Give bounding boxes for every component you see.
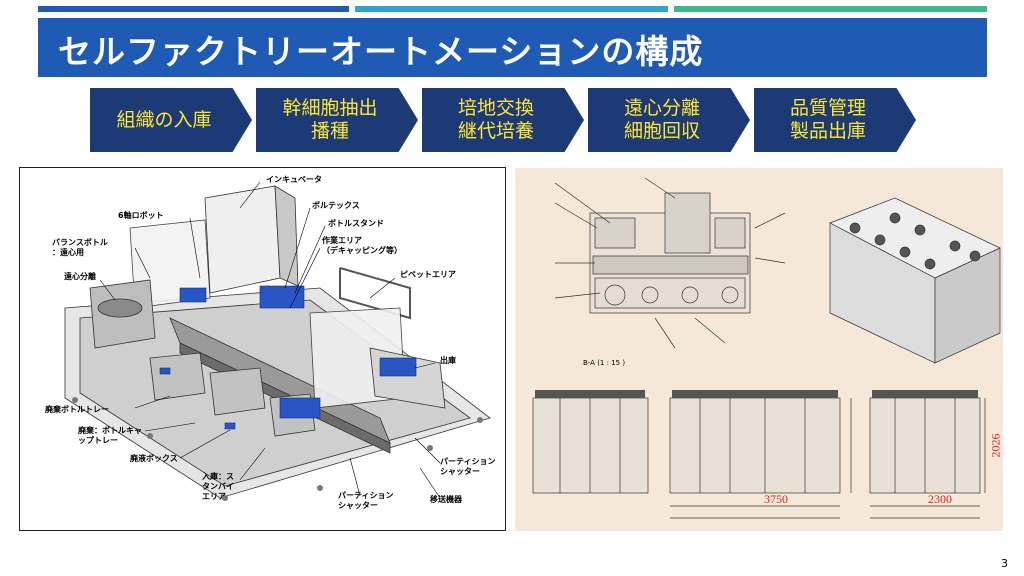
process-step: 組織の入庫 — [90, 88, 252, 152]
title-banner: セルファクトリーオートメーションの構成 — [38, 18, 987, 77]
page-title: セルファクトリーオートメーションの構成 — [58, 32, 704, 71]
process-step-label: 幹細胞抽出 播種 — [282, 97, 378, 142]
accent-bar-green — [674, 6, 987, 12]
process-step-label: 培地交換 継代培養 — [457, 97, 534, 142]
callout-vortex: ボルテックス — [312, 201, 360, 210]
technical-drawing: B-A (1 : 15 ) 2026 3750 2300 — [515, 168, 1003, 531]
isometric-drawing — [64, 181, 491, 501]
process-step: 遠心分離 細胞回収 — [588, 88, 750, 152]
callout-robot: 6軸ロボット — [118, 211, 164, 220]
engineering-drawing — [532, 177, 1001, 519]
section-label: B-A (1 : 15 ) — [583, 359, 626, 367]
callout-partition-shutter: パーティション シャッター — [440, 457, 496, 476]
callout-bottle-stand: ボトルスタンド — [328, 219, 384, 228]
process-step-label: 遠心分離 細胞回収 — [623, 97, 700, 142]
callout-partition-shutter: パーティション シャッター — [338, 491, 394, 510]
process-step-label: 品質管理 製品出庫 — [789, 97, 866, 142]
callout-standby-area: 入庫：ス タンバイ エリア — [202, 472, 234, 501]
callout-waste-cap-tray: 廃棄：ボトルキャ ップトレー — [78, 426, 142, 445]
callout-transport: 移送機器 — [430, 495, 462, 504]
process-step-label: 組織の入庫 — [116, 108, 212, 131]
callout-pipette-area: ピペットエリア — [400, 270, 456, 279]
callout-work-area: 作業エリア （デキャッピング等） — [322, 236, 402, 255]
callout-waste-tray: 廃棄ボトルトレー — [45, 405, 109, 414]
process-step: 幹細胞抽出 播種 — [256, 88, 418, 152]
dimension-height: 2026 — [988, 433, 1003, 458]
page-number: 3 — [1001, 557, 1008, 570]
dimension-width-front: 3750 — [764, 492, 788, 506]
callout-balance-bottle: バランスボトル ：遠心用 — [52, 238, 108, 257]
process-step: 品質管理 製品出庫 — [754, 88, 916, 152]
callout-centrifuge: 遠心分離 — [64, 272, 96, 281]
callout-incubator: インキュベータ — [266, 175, 322, 184]
dimension-width-side: 2300 — [928, 492, 952, 506]
process-flow: 組織の入庫 幹細胞抽出 播種 培地交換 継代培養 遠心分離 細胞回収 品質管理 … — [90, 88, 930, 152]
system-isometric-diagram: インキュベータ 6軸ロボット ボルテックス ボトルスタンド 作業エリア （デキャ… — [19, 167, 506, 531]
callout-shipping: 出庫 — [440, 356, 456, 365]
accent-bar-blue — [38, 6, 349, 12]
callout-waste-box: 廃液ボックス — [130, 454, 178, 463]
accent-bar-cyan — [355, 6, 668, 12]
process-step: 培地交換 継代培養 — [422, 88, 584, 152]
